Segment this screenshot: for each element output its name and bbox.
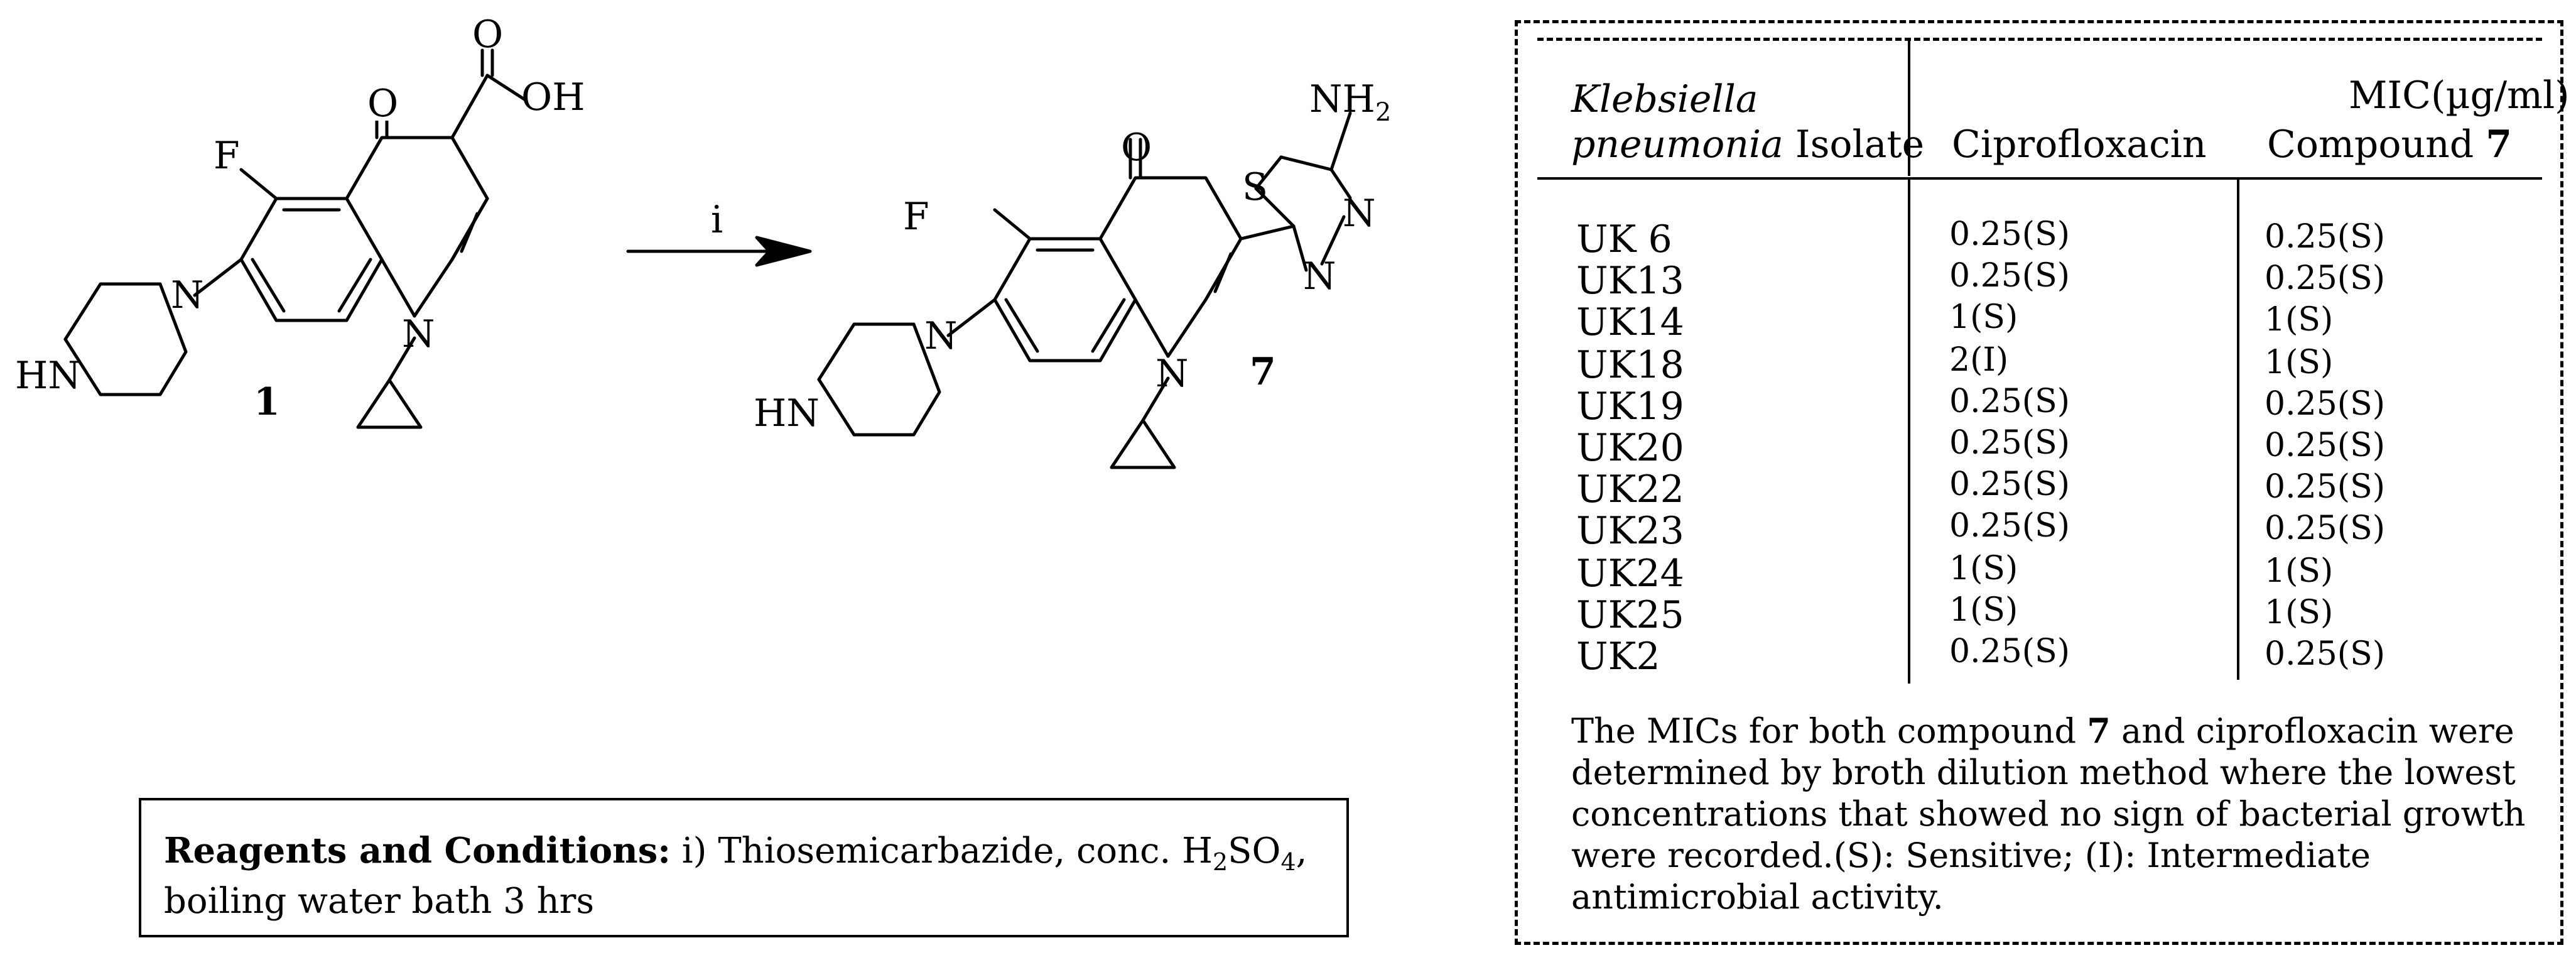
mic-table-panel bbox=[1515, 20, 2563, 945]
isolate-cell: UK25 bbox=[1576, 593, 1684, 637]
nitrogen-label: N bbox=[171, 273, 204, 317]
ciprofloxacin-cell: 0.25(S) bbox=[1949, 633, 2070, 670]
isolate-cell: UK20 bbox=[1576, 426, 1684, 470]
arrow-label: i bbox=[711, 198, 723, 242]
oxygen-label: O bbox=[367, 82, 398, 126]
oxygen-label: O bbox=[1121, 126, 1152, 170]
isolate-cell: UK19 bbox=[1576, 385, 1684, 428]
isolate-header-line-1: Klebsiella bbox=[1571, 77, 1758, 121]
ciprofloxacin-cell: 1(S) bbox=[1949, 591, 2018, 629]
isolate-cell: UK23 bbox=[1576, 509, 1684, 553]
nitrogen-label: N bbox=[1343, 192, 1376, 236]
ciprofloxacin-cell: 0.25(S) bbox=[1949, 215, 2070, 253]
column-divider-2 bbox=[2237, 177, 2239, 680]
compound-7-cell: 0.25(S) bbox=[2265, 510, 2385, 547]
ciprofloxacin-cell: 1(S) bbox=[1949, 550, 2018, 587]
reaction-scheme: O O OH F N N HN 1 i O F N N HN S N N NH2… bbox=[15, 13, 1391, 469]
isolate-cell: UK24 bbox=[1576, 552, 1684, 596]
header-divider bbox=[1908, 38, 1910, 176]
sulfur-label: S bbox=[1242, 165, 1268, 209]
nitrogen-label: N bbox=[1303, 254, 1336, 298]
compound-7-header: Compound 7 bbox=[2267, 123, 2512, 166]
nitrogen-label: N bbox=[402, 312, 435, 356]
nitrogen-label: N bbox=[924, 314, 958, 358]
fluorine-label: F bbox=[903, 195, 929, 239]
header-rule bbox=[1537, 177, 2542, 180]
ciprofloxacin-header: Ciprofloxacin bbox=[1952, 123, 2207, 166]
conditions-line-1: Reagents and Conditions: i) Thiosemicarb… bbox=[164, 830, 1307, 876]
hn-label: HN bbox=[754, 391, 820, 435]
compound-7-cell: 0.25(S) bbox=[2265, 635, 2385, 673]
compound-1-structure bbox=[63, 48, 528, 429]
compound-7-cell: 0.25(S) bbox=[2265, 468, 2385, 506]
isolate-cell: UK14 bbox=[1576, 300, 1684, 344]
isolate-header-line-2: pneumonia Isolate bbox=[1571, 123, 1925, 166]
reagents-conditions-box: Reagents and Conditions: i) Thiosemicarb… bbox=[139, 798, 1349, 937]
compound-7-cell: 1(S) bbox=[2265, 552, 2334, 590]
ciprofloxacin-cell: 0.25(S) bbox=[1949, 507, 2070, 545]
compound-7-cell: 0.25(S) bbox=[2265, 259, 2385, 297]
ciprofloxacin-cell: 1(S) bbox=[1949, 298, 2018, 336]
ciprofloxacin-cell: 0.25(S) bbox=[1949, 424, 2070, 462]
isolate-cell: UK2 bbox=[1576, 635, 1660, 679]
compound-7-cell: 1(S) bbox=[2265, 594, 2334, 631]
conditions-label: Reagents and Conditions: bbox=[164, 830, 671, 871]
compound-7-cell: 0.25(S) bbox=[2265, 385, 2385, 423]
ciprofloxacin-cell: 0.25(S) bbox=[1949, 257, 2070, 295]
table-footnote: The MICs for both compound 7 and ciprofl… bbox=[1571, 711, 2526, 917]
isolate-cell: UK 6 bbox=[1576, 217, 1672, 261]
mic-header: MIC(µg/ml) bbox=[2349, 74, 2570, 117]
compound-7-cell: 1(S) bbox=[2265, 301, 2334, 339]
hydroxyl-label: OH bbox=[521, 75, 585, 119]
conditions-line-2: boiling water bath 3 hrs bbox=[164, 881, 595, 922]
isolate-cell: UK13 bbox=[1576, 259, 1684, 303]
isolate-cell: UK22 bbox=[1576, 467, 1684, 511]
ciprofloxacin-cell: 0.25(S) bbox=[1949, 466, 2070, 503]
ciprofloxacin-cell: 2(I) bbox=[1949, 341, 2009, 379]
compound-7-cell: 0.25(S) bbox=[2265, 427, 2385, 464]
table-top-rule bbox=[1537, 38, 2542, 41]
hn-label: HN bbox=[15, 354, 81, 398]
ciprofloxacin-cell: 0.25(S) bbox=[1949, 383, 2070, 420]
oxygen-label: O bbox=[472, 13, 503, 57]
nitrogen-label: N bbox=[1155, 352, 1189, 396]
compound-1-number: 1 bbox=[254, 380, 280, 424]
column-divider-1 bbox=[1908, 177, 1910, 684]
compound-7-structure bbox=[817, 111, 1352, 469]
compound-7-cell: 1(S) bbox=[2265, 344, 2334, 381]
compound-7-number: 7 bbox=[1250, 350, 1276, 394]
fluorine-label: F bbox=[214, 134, 240, 178]
compound-7-cell: 0.25(S) bbox=[2265, 218, 2385, 256]
isolate-cell: UK18 bbox=[1576, 343, 1684, 387]
amine-label: NH2 bbox=[1309, 77, 1391, 127]
